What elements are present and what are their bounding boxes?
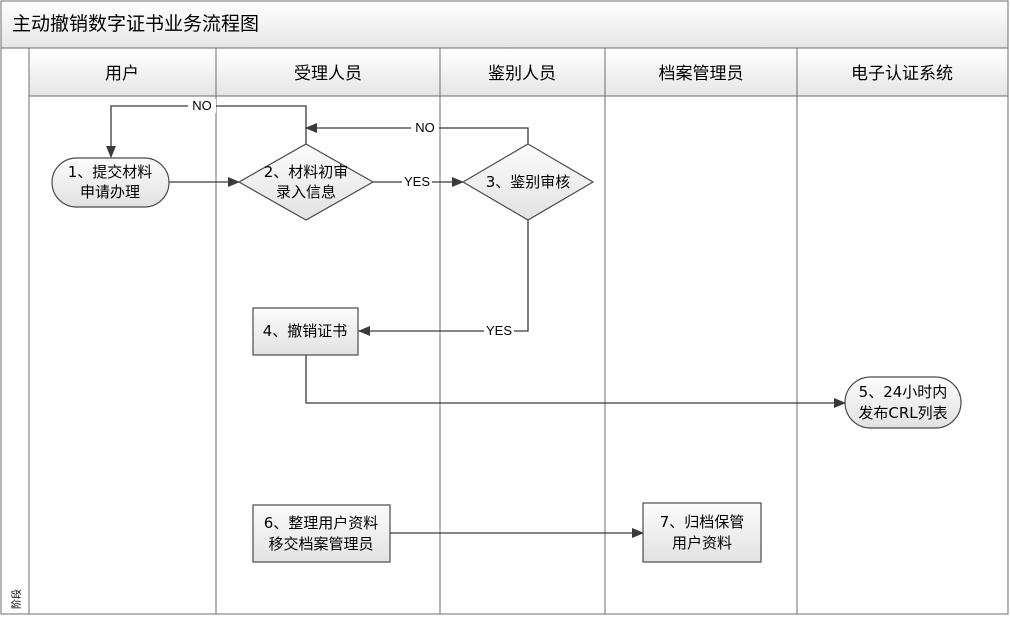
node-publish-crl: 5、24小时内 发布CRL列表 — [844, 376, 962, 429]
node-label-line: 7、归档保管 — [660, 513, 745, 531]
edge-label-bg — [402, 175, 432, 189]
node-label-line: 4、撤销证书 — [263, 322, 348, 340]
node-submit-materials: 1、提交材料 申请办理 — [51, 157, 170, 208]
diagram-title: 主动撤销数字证书业务流程图 — [12, 13, 259, 35]
node-label-line: 录入信息 — [276, 183, 336, 201]
node-transfer-user-materials: 6、整理用户资料 移交档案管理员 — [252, 504, 391, 563]
edge-label-n3-yes: YES — [486, 323, 512, 338]
edge-label-n2-no: NO — [192, 98, 212, 113]
lane-header-row — [28, 47, 1009, 97]
lane-header-e-auth-system: 电子认证系统 — [851, 64, 953, 84]
lane-header-verification-staff: 鉴别人员 — [488, 64, 556, 84]
node-label-line: 用户资料 — [672, 534, 732, 552]
edge-label-bg — [411, 121, 439, 135]
edge-n3-yes-to-n4 — [358, 220, 529, 336]
lane-header-user: 用户 — [105, 64, 139, 84]
stage-column — [0, 47, 30, 615]
edge-n4-to-n5 — [305, 355, 846, 408]
node-revoke-certificate: 4、撤销证书 — [252, 307, 359, 356]
edge-label-bg — [188, 99, 216, 113]
node-label-line: 3、鉴别审核 — [486, 173, 571, 191]
node-verification-review: 3、鉴别审核 — [461, 143, 595, 221]
title-bar — [0, 0, 1009, 49]
lane-header-archivist: 档案管理员 — [659, 64, 744, 84]
node-label-line: 申请办理 — [80, 183, 140, 201]
edge-label-bg — [484, 324, 514, 338]
node-initial-review: 2、材料初审 录入信息 — [237, 143, 375, 221]
node-label-line: 1、提交材料 — [68, 163, 153, 181]
node-label-line: 5、24小时内 — [859, 383, 948, 401]
edge-n3-no-to-n2 — [305, 123, 529, 144]
edge-label-n2-yes: YES — [404, 174, 430, 189]
node-label-line: 6、整理用户资料 — [264, 514, 379, 532]
node-label-line: 2、材料初审 — [264, 163, 349, 181]
edge-n2-no-to-n1 — [106, 105, 307, 158]
node-label-line: 移交档案管理员 — [268, 535, 373, 553]
node-label-line: 发布CRL列表 — [858, 404, 947, 422]
edge-label-n3-no: NO — [415, 120, 435, 135]
lane-header-acceptance-staff: 受理人员 — [294, 64, 362, 84]
node-archive-user-materials: 7、归档保管 用户资料 — [642, 502, 762, 563]
stage-label: 阶段 — [10, 589, 23, 609]
